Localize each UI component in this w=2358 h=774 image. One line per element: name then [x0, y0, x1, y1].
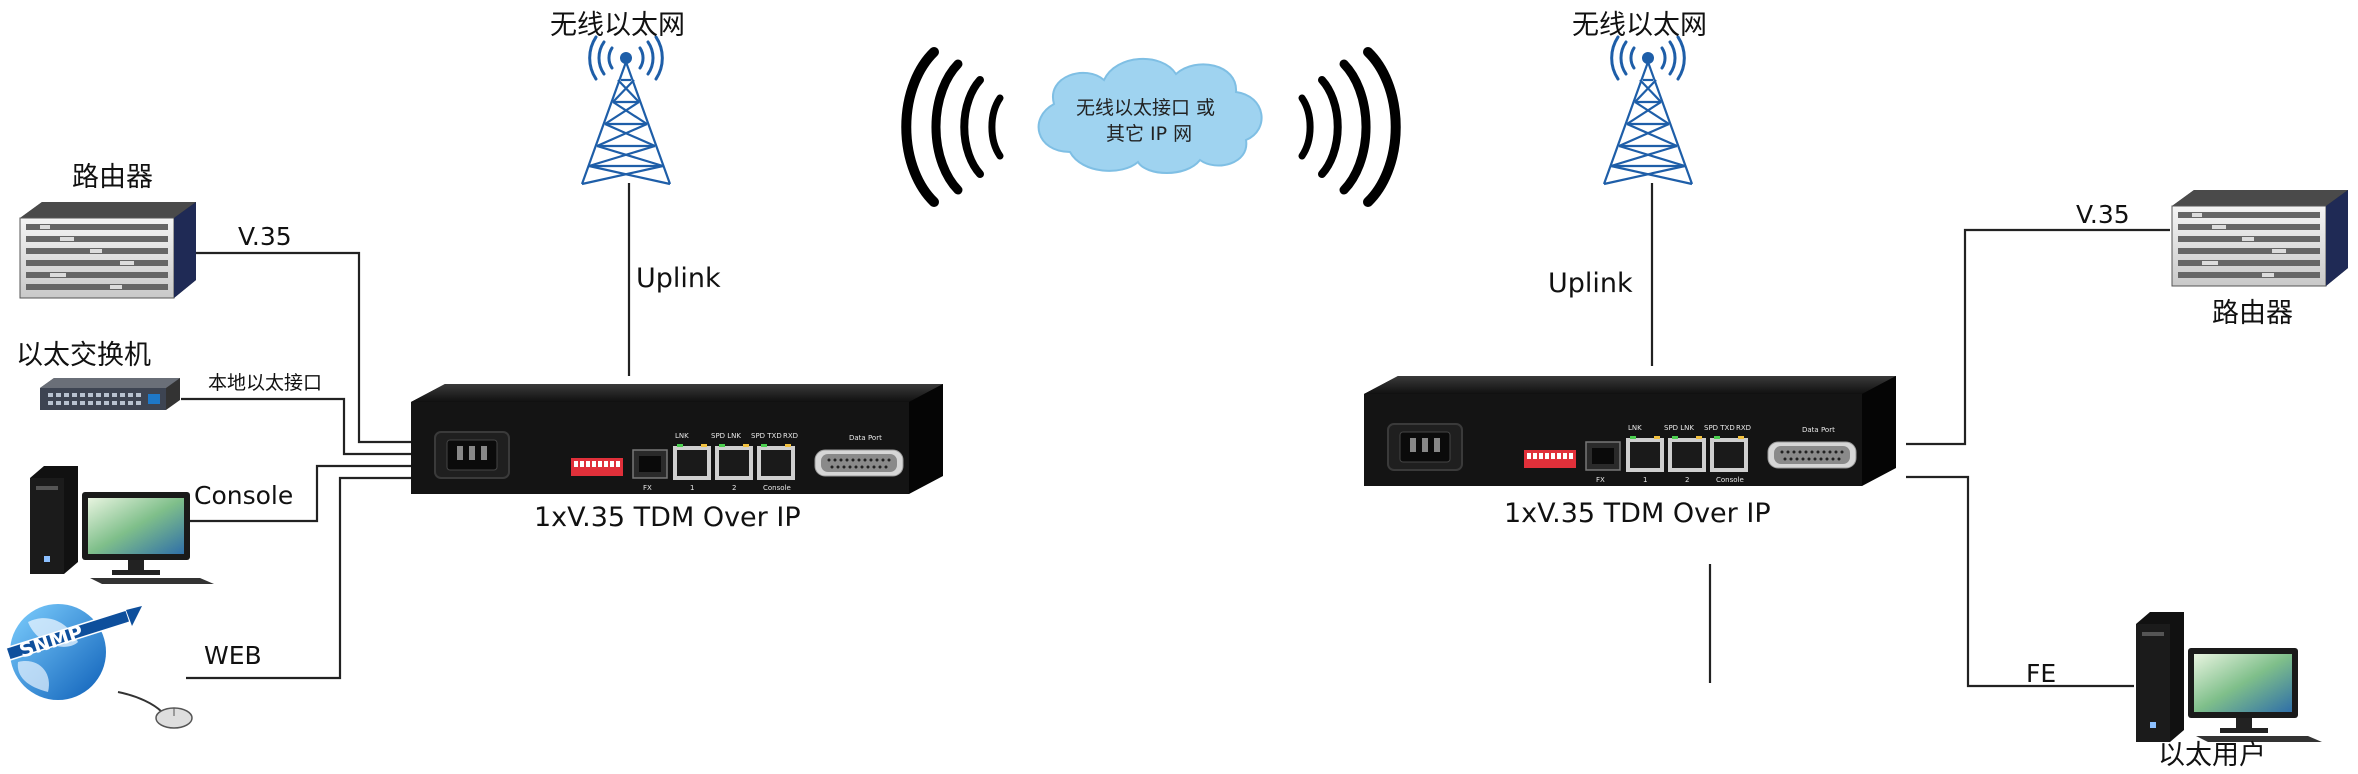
- data-port-icon: [1767, 441, 1857, 469]
- router-right-icon: [2171, 190, 2348, 287]
- v35-left-label: V.35: [238, 222, 292, 251]
- console-port-label: Console: [1716, 476, 1744, 484]
- spd-lnk-label: SPD LNK: [711, 432, 741, 440]
- web-line: [186, 476, 411, 680]
- pc-left-icon: [30, 466, 214, 584]
- lnk-label: LNK: [1628, 424, 1642, 432]
- eth-user-label: 以太用户: [2158, 740, 2266, 771]
- spd-txd-label: SPD TXD: [1704, 424, 1735, 432]
- switch-icon: [40, 378, 180, 410]
- fe-label: FE: [2026, 659, 2056, 688]
- device-left: FX LNK SPD LNK SPD TXD RXD 1 2 Console: [411, 384, 943, 494]
- console-line: [188, 464, 411, 523]
- spd-txd-label: SPD TXD: [751, 432, 782, 440]
- fx-port-icon: [632, 449, 668, 479]
- v35-left-line: [196, 251, 411, 444]
- cloud-line2-label: 其它 IP 网: [1106, 123, 1192, 145]
- wave-right-icon: [1298, 47, 1401, 207]
- v35-right-label: V.35: [2076, 200, 2130, 229]
- port1-label: 1: [690, 484, 694, 492]
- router-left-icon: [19, 202, 196, 299]
- router-left-label: 路由器: [72, 162, 153, 193]
- rj45-port-1-icon: [1626, 436, 1664, 472]
- port2-label: 2: [732, 484, 736, 492]
- device-right-label: 1xV.35 TDM Over IP: [1504, 498, 1771, 529]
- router-right-label: 路由器: [2212, 298, 2293, 329]
- snmp-globe-icon: SNMP: [5, 604, 193, 729]
- fe-line: [1906, 475, 2134, 688]
- console-port-icon: [1710, 436, 1748, 472]
- power-socket-icon: [434, 431, 510, 479]
- web-label: WEB: [204, 641, 262, 670]
- spd-lnk-label: SPD LNK: [1664, 424, 1694, 432]
- rj45-port-2-icon: [1668, 436, 1706, 472]
- dip-switch-icon: [571, 458, 623, 476]
- tower-right-icon: [1602, 35, 1694, 186]
- uplink-right-label: Uplink: [1548, 268, 1633, 299]
- device-left-label: 1xV.35 TDM Over IP: [534, 502, 801, 533]
- lnk-label: LNK: [675, 432, 689, 440]
- port1-label: 1: [1643, 476, 1647, 484]
- cloud-line1-label: 无线以太接口 或: [1076, 97, 1215, 119]
- data-port-icon: [814, 449, 904, 477]
- fx-port-icon: [1585, 441, 1621, 471]
- device-right: FX LNK SPD LNK SPD TXD RXD 1 2 Console: [1364, 376, 1896, 486]
- console-port-icon: [757, 444, 795, 480]
- rj45-port-2-icon: [715, 444, 753, 480]
- console-label: Console: [194, 481, 293, 510]
- port2-label: 2: [1685, 476, 1689, 484]
- rxd-label: RXD: [1736, 424, 1751, 432]
- pc-right-icon: [2136, 612, 2322, 742]
- wireless-right-label: 无线以太网: [1572, 10, 1707, 41]
- wireless-left-label: 无线以太网: [550, 10, 685, 41]
- dip-switch-icon: [1524, 450, 1576, 468]
- local-eth-line: [181, 397, 411, 456]
- data-port-label: Data Port: [1802, 426, 1835, 434]
- wave-left-icon: [901, 47, 1004, 207]
- local-eth-label: 本地以太接口: [208, 372, 322, 394]
- rxd-label: RXD: [783, 432, 798, 440]
- v35-right-line: [1906, 228, 2170, 446]
- fx-label: FX: [643, 484, 652, 492]
- switch-label: 以太交换机: [16, 340, 151, 371]
- power-socket-icon: [1387, 423, 1463, 471]
- wires: [181, 183, 2170, 688]
- cloud-icon: [1037, 57, 1263, 174]
- fx-label: FX: [1596, 476, 1605, 484]
- rj45-port-1-icon: [673, 444, 711, 480]
- console-port-label: Console: [763, 484, 791, 492]
- uplink-left-label: Uplink: [636, 263, 721, 294]
- data-port-label: Data Port: [849, 434, 882, 442]
- tower-left-icon: [580, 35, 672, 186]
- labels: 无线以太网 无线以太网 无线以太接口 或 其它 IP 网 Uplink Upli…: [16, 10, 2293, 771]
